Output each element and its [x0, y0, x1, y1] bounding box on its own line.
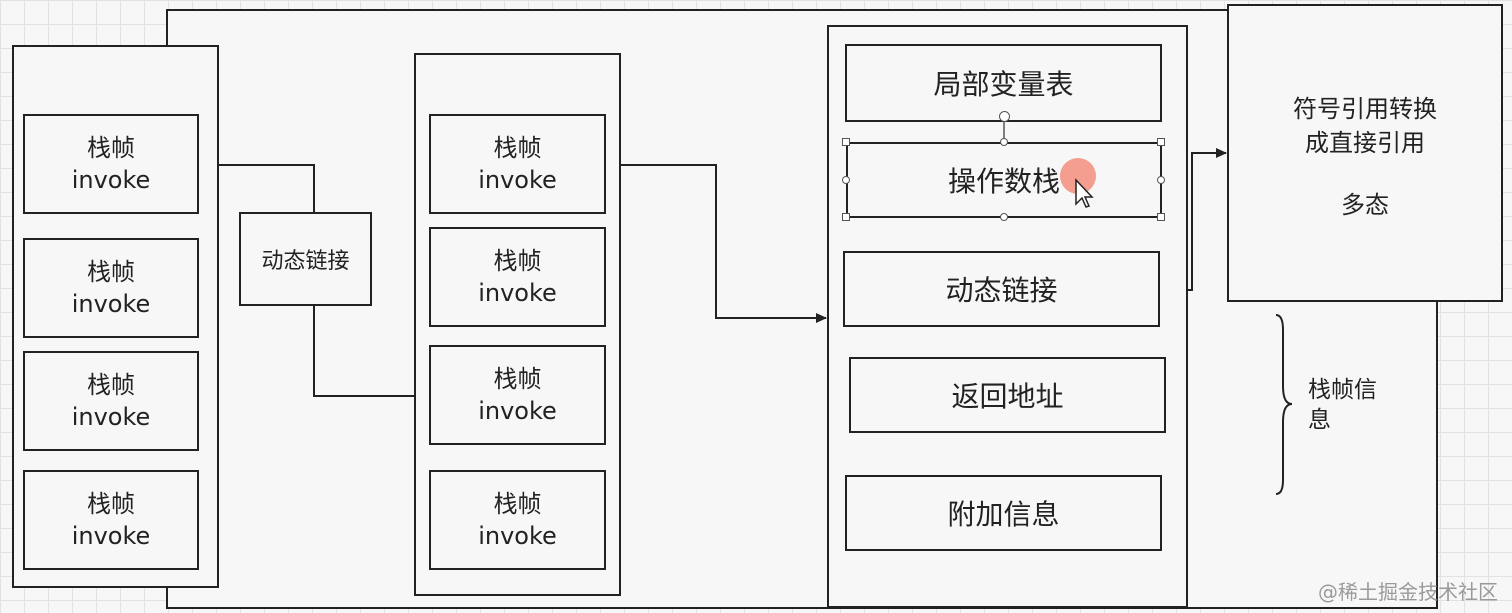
frame-title: 栈帧	[493, 247, 542, 275]
frame-info-label: 栈帧信息	[1308, 377, 1377, 433]
frame-subtitle: invoke	[478, 279, 557, 307]
additional-info-label: 附加信息	[947, 498, 1060, 531]
resize-handle-s[interactable]	[1000, 213, 1008, 221]
resize-handle-e[interactable]	[1157, 176, 1165, 184]
frame-title: 栈帧	[87, 134, 135, 162]
frame-subtitle: invoke	[478, 522, 557, 550]
middle-stack-frame[interactable]: 栈帧 invoke	[429, 470, 606, 570]
local-variable-table-box[interactable]: 局部变量表	[845, 44, 1162, 122]
frame-subtitle: invoke	[478, 397, 557, 425]
frame-subtitle: invoke	[478, 166, 557, 194]
frame-subtitle: invoke	[71, 522, 151, 550]
resolution-line-3: 多态	[1341, 191, 1389, 219]
frame-subtitle: invoke	[71, 166, 151, 194]
left-stack-frame[interactable]: 栈帧 invoke	[23, 238, 199, 338]
link-middle-to-detail	[605, 164, 827, 323]
dynamic-link-box[interactable]: 动态链接	[239, 212, 372, 306]
local-variable-table-label: 局部变量表	[933, 68, 1074, 101]
middle-stack-frame[interactable]: 栈帧 invoke	[429, 345, 606, 445]
resize-handle-n[interactable]	[1000, 138, 1008, 146]
dynamic-link-detail-box[interactable]: 动态链接	[843, 251, 1160, 327]
brace	[1275, 314, 1293, 495]
middle-stack-frame[interactable]: 栈帧 invoke	[429, 114, 606, 214]
link-dynamic-to-middle	[313, 305, 429, 401]
frame-title: 栈帧	[493, 490, 542, 518]
resize-handle-se[interactable]	[1157, 213, 1165, 221]
frame-title: 栈帧	[87, 490, 135, 518]
resolution-box[interactable]: 符号引用转换 成直接引用 多态	[1227, 4, 1503, 302]
left-stack-frame[interactable]: 栈帧 invoke	[23, 351, 199, 451]
additional-info-box[interactable]: 附加信息	[845, 475, 1162, 551]
resolution-line-2: 成直接引用	[1305, 129, 1425, 157]
watermark: @稀土掘金技术社区	[1318, 580, 1498, 604]
return-address-box[interactable]: 返回地址	[849, 357, 1166, 433]
frame-subtitle: invoke	[71, 403, 151, 431]
return-address-label: 返回地址	[951, 380, 1064, 413]
link-left-to-dynamic	[198, 164, 315, 213]
dynamic-link-detail-label: 动态链接	[945, 274, 1058, 307]
resolution-line-1: 符号引用转换	[1293, 95, 1437, 123]
resize-handle-sw[interactable]	[842, 213, 850, 221]
frame-title: 栈帧	[87, 371, 135, 399]
left-stack-frame[interactable]: 栈帧 invoke	[23, 470, 199, 570]
frame-title: 栈帧	[493, 134, 542, 162]
operand-stack-label: 操作数栈	[947, 165, 1060, 198]
resize-handle-ne[interactable]	[1157, 138, 1165, 146]
dynamic-link-label: 动态链接	[261, 249, 350, 274]
frame-subtitle: invoke	[71, 290, 151, 318]
rotate-handle[interactable]	[999, 111, 1010, 122]
frame-title: 栈帧	[493, 365, 542, 393]
frame-title: 栈帧	[87, 258, 135, 286]
outer-canvas-frame	[166, 9, 1438, 609]
resize-handle-nw[interactable]	[842, 138, 850, 146]
resize-handle-w[interactable]	[842, 176, 850, 184]
middle-stack-frame[interactable]: 栈帧 invoke	[429, 227, 606, 327]
left-stack-frame[interactable]: 栈帧 invoke	[23, 114, 199, 214]
